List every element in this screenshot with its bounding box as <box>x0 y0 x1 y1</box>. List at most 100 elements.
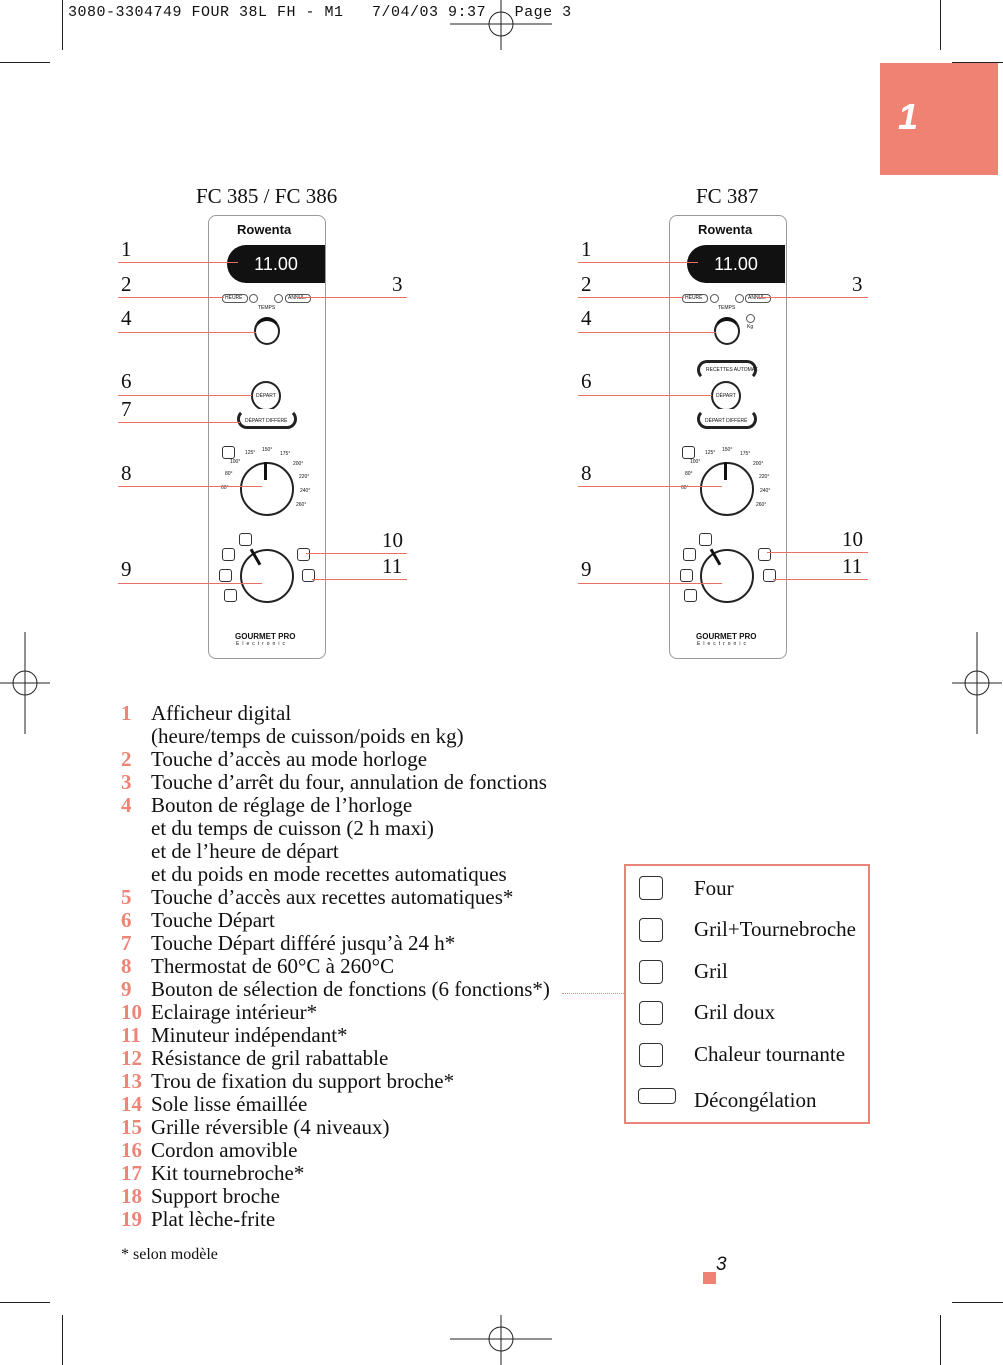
function-label: Décongélation <box>694 1088 817 1112</box>
callout-label: 3 <box>392 272 403 296</box>
lamp-icon[interactable] <box>297 548 310 561</box>
gourmet-pro-sub: Electronic <box>697 641 749 647</box>
temp-mark: 80° <box>685 471 693 477</box>
four-icon <box>639 876 663 900</box>
kg-led <box>746 314 755 323</box>
callout-label: 8 <box>121 461 132 485</box>
legend-item: 18 Support broche <box>121 1185 550 1208</box>
callout-label: 6 <box>121 369 132 393</box>
registration-mark-top <box>450 0 552 50</box>
legend-text: Afficheur digital <box>151 701 292 725</box>
callout-line <box>758 297 868 298</box>
gourmet-pro-sub: Electronic <box>236 641 288 647</box>
temp-mark: 240° <box>300 488 311 494</box>
recipe-button[interactable] <box>697 360 757 380</box>
crop-mark <box>940 1315 941 1365</box>
print-header: 3080-3304749 FOUR 38L FH - M1 7/04/03 9:… <box>68 4 572 21</box>
legend-item: et du temps de cuisson (2 h maxi) <box>121 817 550 840</box>
legend-text: Support broche <box>151 1184 280 1208</box>
registration-mark-left <box>0 632 50 734</box>
temp-mark: 260° <box>756 502 767 508</box>
clock-button[interactable] <box>682 294 708 303</box>
gril-icon <box>683 548 696 561</box>
legend-number: 5 <box>121 885 132 909</box>
crop-mark <box>62 0 63 50</box>
crop-mark <box>940 0 941 50</box>
legend-number: 7 <box>121 931 132 955</box>
callout-label: 1 <box>581 237 592 261</box>
thermostat-knob[interactable] <box>700 462 754 516</box>
callout-line <box>118 486 262 487</box>
start-button-label: DÉPART <box>256 393 276 399</box>
legend-number: 2 <box>121 747 132 771</box>
callout-label: 10 <box>842 527 863 551</box>
delayed-start-button[interactable] <box>697 409 757 429</box>
thermostat-knob[interactable] <box>240 462 294 516</box>
chapter-number: 1 <box>898 96 919 137</box>
clock-button[interactable] <box>222 294 248 303</box>
recipe-button-label: RECETTES AUTOMAT. <box>706 367 759 373</box>
function-label: Gril+Tournebroche <box>694 917 856 941</box>
legend-text: Touche d’arrêt du four, annulation de fo… <box>151 770 547 794</box>
legend-item: 7 Touche Départ différé jusqu’à 24 h* <box>121 932 550 955</box>
delayed-start-button[interactable] <box>237 409 297 429</box>
cancel-button[interactable] <box>745 294 771 303</box>
time-knob[interactable] <box>714 317 740 345</box>
function-knob[interactable] <box>700 549 754 603</box>
digital-display: 11.00 <box>227 245 325 283</box>
legend-number: 9 <box>121 977 132 1001</box>
legend-number: 18 <box>121 1184 142 1208</box>
timer-icon[interactable] <box>763 569 776 582</box>
gril-doux-icon <box>639 1001 663 1025</box>
legend-text: Thermostat de 60°C à 260°C <box>151 954 395 978</box>
legend-text: Touche d’accès aux recettes automatiques… <box>151 885 514 909</box>
legend-text: Touche Départ différé jusqu’à 24 h* <box>151 931 456 955</box>
temp-mark: 100° <box>230 459 241 465</box>
callout-line <box>312 579 407 580</box>
cancel-button[interactable] <box>285 294 311 303</box>
knob-pointer <box>724 462 727 480</box>
function-knob[interactable] <box>240 549 294 603</box>
temp-mark: 260° <box>296 502 307 508</box>
legend-text: Eclairage intérieur* <box>151 1000 318 1024</box>
start-button[interactable] <box>251 381 281 411</box>
time-knob[interactable] <box>254 317 280 345</box>
legend-number: 15 <box>121 1115 142 1139</box>
crop-mark <box>62 1315 63 1365</box>
temp-mark: 200° <box>293 461 304 467</box>
gril-icon <box>639 960 663 984</box>
callout-label: 4 <box>121 306 132 330</box>
digital-display: 11.00 <box>687 245 785 283</box>
start-button-label: DÉPART <box>716 393 736 399</box>
callout-label: 1 <box>121 237 132 261</box>
cancel-button-label: ANNUL. <box>748 295 767 301</box>
legend-item: et du poids en mode recettes automatique… <box>121 863 550 886</box>
legend-item: (heure/temps de cuisson/poids en kg) <box>121 725 550 748</box>
temp-mark: 200° <box>753 461 764 467</box>
callout-line <box>578 583 722 584</box>
callout-label: 11 <box>842 554 863 578</box>
callout-label: 7 <box>121 397 132 421</box>
legend-number: 11 <box>121 1023 141 1047</box>
legend-text: Trou de fixation du support broche* <box>151 1069 455 1093</box>
legend-text: Cordon amovible <box>151 1138 298 1162</box>
gril-icon <box>222 548 235 561</box>
legend-number: 3 <box>121 770 132 794</box>
function-label: Chaleur tournante <box>694 1042 846 1066</box>
lamp-icon[interactable] <box>758 548 771 561</box>
gourmet-pro-logo: GOURMET PRO <box>235 632 296 641</box>
legend-text: Minuteur indépendant* <box>151 1023 348 1047</box>
temp-mark: 220° <box>759 474 770 480</box>
callout-line <box>578 486 722 487</box>
timer-icon[interactable] <box>302 569 315 582</box>
indicator-led <box>710 294 719 303</box>
clock-button-label: HEURE <box>225 295 243 301</box>
callout-label: 9 <box>581 557 592 581</box>
chapter-tab <box>880 63 998 175</box>
function-box: Four Gril+Tournebroche Gril Gril doux Ch… <box>624 864 870 1124</box>
